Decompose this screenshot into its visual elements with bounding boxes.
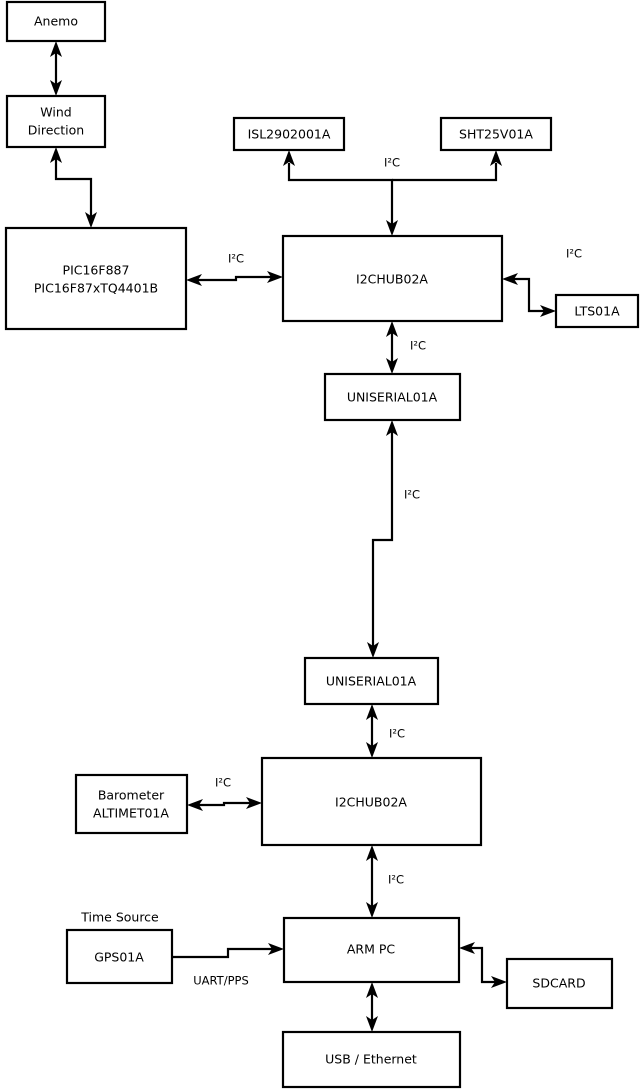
node-anemo[interactable]: Anemo <box>5 0 107 43</box>
arrowhead-up <box>386 420 398 436</box>
node-uniserial01a-bottom[interactable]: UNISERIAL01A <box>303 656 440 706</box>
edge-label-uart-pps: UART/PPS <box>193 974 249 988</box>
arrowhead-down <box>50 80 62 96</box>
arrowhead-left <box>502 273 518 285</box>
edge-label-i2c-sensors: I²C <box>384 156 400 170</box>
connector-armpc-usbeth <box>366 982 378 1032</box>
connector-uniserial-link <box>367 420 398 658</box>
connector-gps-armpc <box>172 943 284 959</box>
arrowhead-down <box>386 358 398 374</box>
edge-label-i2c-hub-lts: I²C <box>566 247 582 261</box>
arrowhead-right <box>246 797 262 809</box>
node-sdcard-label: SDCARD <box>532 976 585 991</box>
arrowhead-up-isl <box>283 150 295 166</box>
node-sdcard[interactable]: SDCARD <box>505 957 614 1010</box>
edge-label-i2c-baro-hub2: I²C <box>215 776 231 790</box>
node-barometer-label-line1: Barometer <box>98 788 165 803</box>
connector-hub-armpc <box>366 845 378 918</box>
node-sht25v01a-label: SHT25V01A <box>459 127 533 142</box>
node-usb-ethernet[interactable]: USB / Ethernet <box>281 1030 462 1089</box>
arrowhead-up <box>50 41 62 57</box>
arrowhead-right <box>268 943 284 955</box>
connector-pic-wind <box>50 147 97 228</box>
node-sht25v01a[interactable]: SHT25V01A <box>439 116 553 152</box>
node-i2chub02a-top-label: I2CHUB02A <box>356 272 428 287</box>
node-uniserial01a-top[interactable]: UNISERIAL01A <box>323 372 462 422</box>
arrowhead-up <box>386 321 398 337</box>
arrowhead-up-sht <box>490 150 502 166</box>
arrowhead-down <box>366 1016 378 1032</box>
connector-anemo-wind <box>50 41 62 96</box>
node-pic-mcu[interactable]: PIC16F887 PIC16F87xTQ4401B <box>4 226 188 331</box>
node-i2chub02a-top[interactable]: I2CHUB02A <box>281 234 504 323</box>
edge-label-i2c-uniserial-hub2: I²C <box>389 727 405 741</box>
node-uniserial01a-top-label: UNISERIAL01A <box>347 390 438 405</box>
arrowhead-up <box>366 845 378 861</box>
arrowhead-left <box>187 799 203 811</box>
arrowhead-left <box>459 942 475 954</box>
edge-label-i2c-hub-uniserial: I²C <box>410 339 426 353</box>
arrowhead-right <box>267 271 283 283</box>
edge-label-i2c-hub2-armpc: I²C <box>388 873 404 887</box>
arrowhead-up <box>366 982 378 998</box>
node-pic-mcu-label-line2: PIC16F87xTQ4401B <box>34 281 158 296</box>
node-anemo-label: Anemo <box>34 14 78 29</box>
node-i2chub02a-bottom[interactable]: I2CHUB02A <box>260 756 483 847</box>
connector-barometer-hub <box>187 797 262 811</box>
node-usb-ethernet-label: USB / Ethernet <box>325 1052 417 1067</box>
node-lts01a[interactable]: LTS01A <box>554 293 640 329</box>
node-wind-direction-label-line1: Wind <box>40 105 71 120</box>
node-gps01a[interactable]: GPS01A <box>65 928 174 985</box>
arrowhead-down <box>366 742 378 758</box>
connector-hub-uniserial-top <box>386 321 398 374</box>
node-isl2902001a[interactable]: ISL2902001A <box>232 116 346 152</box>
arrowhead-up <box>366 704 378 720</box>
node-wind-direction[interactable]: Wind Direction <box>5 94 107 149</box>
node-lts01a-label: LTS01A <box>574 304 620 319</box>
arrowhead-down <box>85 212 97 228</box>
arrowhead-down <box>367 642 379 658</box>
arrowhead-up <box>50 147 62 163</box>
connector-uniserial-hub-bottom <box>366 704 378 758</box>
node-pic-mcu-label-line1: PIC16F887 <box>63 263 130 278</box>
label-time-source: Time Source <box>80 910 159 925</box>
node-gps01a-label: GPS01A <box>94 950 144 965</box>
node-uniserial01a-bottom-label: UNISERIAL01A <box>326 674 417 689</box>
node-wind-direction-label-line2: Direction <box>28 123 84 138</box>
arrowhead-right <box>491 976 507 988</box>
node-barometer-label-line2: ALTIMET01A <box>93 806 169 821</box>
connector-armpc-sdcard <box>459 942 507 988</box>
node-i2chub02a-bottom-label: I2CHUB02A <box>335 795 407 810</box>
edge-label-i2c-pic-hub: I²C <box>228 252 244 266</box>
node-arm-pc-label: ARM PC <box>347 942 396 957</box>
connector-pic-hub <box>186 271 283 286</box>
edge-label-i2c-uniserial-link: I²C <box>404 488 420 502</box>
arrowhead-left <box>186 274 202 286</box>
connector-hub-lts <box>502 273 556 317</box>
arrowhead-down <box>386 220 398 236</box>
arrowhead-right <box>540 305 556 317</box>
node-arm-pc[interactable]: ARM PC <box>282 916 461 984</box>
connector-hub-sensors <box>283 150 502 236</box>
node-isl2902001a-label: ISL2902001A <box>248 127 331 142</box>
arrowhead-down <box>366 902 378 918</box>
node-barometer[interactable]: Barometer ALTIMET01A <box>74 773 189 835</box>
